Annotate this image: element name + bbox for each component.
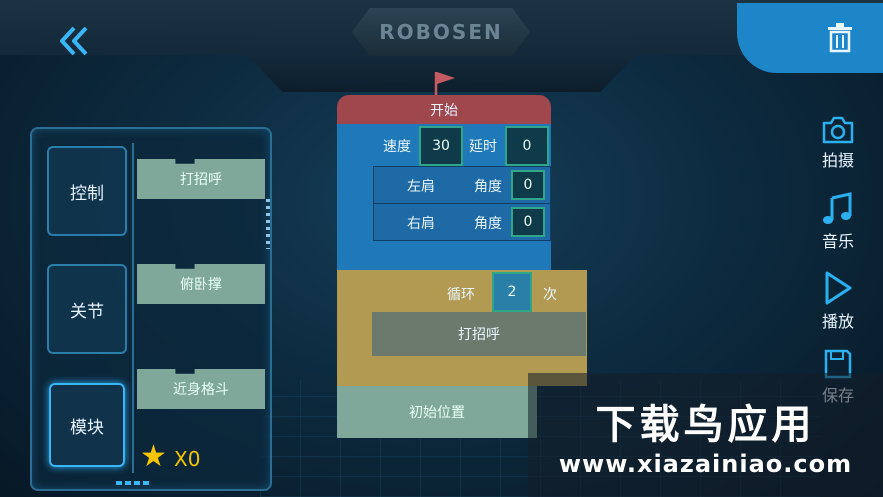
category-control-button[interactable]: 控制 [47,146,127,236]
scrollbar[interactable] [266,199,270,249]
watermark-url: www.xiazainiao.com [558,450,853,478]
category-label: 控制 [70,183,104,204]
block-palette-panel: 控制 关节 模块 打招呼 俯卧撑 近身格斗 ★ X0 [30,127,272,491]
music-label: 音乐 [821,232,854,251]
block-label: 俯卧撑 [180,277,222,293]
palette-block-close-combat[interactable]: 近身格斗 [137,369,265,409]
play-icon [825,271,852,305]
loop-inner-block-greet[interactable]: 打招呼 [372,312,586,356]
watermark-title: 下载鸟应用 [595,402,816,448]
block-label: 打招呼 [458,327,500,343]
camera-icon [822,116,854,144]
music-note-icon [823,192,852,224]
save-icon [824,349,852,379]
delay-input[interactable]: 0 [505,126,549,166]
start-label: 开始 [430,103,458,119]
palette-block-pushup[interactable]: 俯卧撑 [137,264,265,304]
back-button[interactable] [52,22,96,60]
watermark: 下载鸟应用 www.xiazainiao.com [528,373,883,497]
panel-divider [132,143,134,473]
delay-label: 延时 [469,139,497,155]
block-label: 初始位置 [409,405,465,421]
play-button[interactable]: 播放 [812,270,864,332]
angle-input[interactable]: 0 [511,207,545,237]
category-label: 模块 [70,417,104,438]
start-block[interactable]: 开始 [337,95,551,125]
initial-position-block[interactable]: 初始位置 [337,386,537,438]
loop-count: 2 [507,284,517,300]
flag-icon [434,72,455,96]
delay-value: 0 [522,138,532,154]
angle-input[interactable]: 0 [511,170,545,200]
joint-row-left-shoulder[interactable]: 左肩 角度 0 [373,166,551,204]
loop-unit: 次 [543,287,557,303]
star-icon: ★ [140,439,167,474]
speed-input[interactable]: 30 [419,126,463,166]
angle-label: 角度 [474,179,502,195]
trash-icon [828,23,852,53]
angle-value: 0 [523,177,533,193]
double-chevron-left-icon [60,26,88,56]
joint-label: 右肩 [407,216,435,232]
angle-label: 角度 [474,216,502,232]
photo-label: 拍摄 [821,151,854,170]
panel-decoration [116,481,152,485]
star-count: X0 [174,447,201,471]
category-joint-button[interactable]: 关节 [47,264,127,354]
palette-block-greet[interactable]: 打招呼 [137,159,265,199]
play-label: 播放 [821,312,854,331]
speed-value: 30 [432,138,450,154]
joint-row-right-shoulder[interactable]: 右肩 角度 0 [373,203,551,241]
joint-label: 左肩 [407,179,435,195]
angle-value: 0 [523,214,533,230]
speed-label: 速度 [383,139,411,155]
music-button[interactable]: 音乐 [812,192,864,252]
category-module-button[interactable]: 模块 [49,383,125,467]
robosen-logo: ROBOSEN [352,8,530,56]
loop-count-input[interactable]: 2 [492,272,532,312]
photo-button[interactable]: 拍摄 [812,115,864,171]
block-label: 近身格斗 [173,382,229,398]
category-label: 关节 [70,301,104,322]
motion-block[interactable]: 速度 30 延时 0 左肩 角度 0 右肩 角度 0 [337,124,551,270]
block-label: 打招呼 [180,172,222,188]
delete-button[interactable] [737,3,883,73]
loop-label: 循环 [447,287,475,303]
